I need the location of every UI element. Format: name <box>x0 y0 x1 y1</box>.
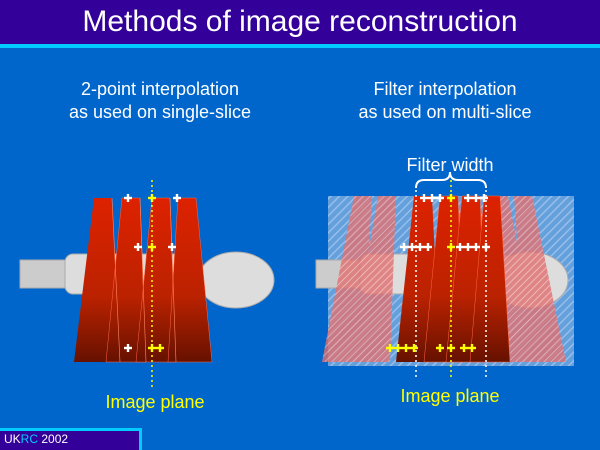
footer-year: 2002 <box>41 432 69 446</box>
left-diagram <box>19 180 275 390</box>
left-caption-line1: 2-point interpolation <box>80 79 240 99</box>
right-image-plane-label: Image plane <box>400 386 500 406</box>
left-caption-line2: as used on single-slice <box>68 102 252 122</box>
right-helix <box>396 195 511 363</box>
footer-org-prefix: UK <box>4 432 21 446</box>
left-patient-head <box>197 251 275 309</box>
filter-width-label: Filter width <box>406 155 494 175</box>
footer-box <box>0 428 142 450</box>
left-image-plane-label: Image plane <box>105 392 205 412</box>
right-caption-line1: Filter interpolation <box>373 79 517 99</box>
right-caption-line2: as used on multi-slice <box>358 102 532 122</box>
filter-width-bracket <box>415 171 487 189</box>
right-diagram <box>315 171 574 380</box>
slide-title: Methods of image reconstruction <box>82 5 518 38</box>
footer-org-suffix: RC <box>20 432 39 446</box>
left-helix <box>74 197 213 363</box>
title-bar <box>0 0 600 44</box>
title-bar-accent-stripe <box>0 44 600 48</box>
left-table-end <box>19 259 71 289</box>
footer-credit: UKRC 2002 <box>4 432 68 446</box>
